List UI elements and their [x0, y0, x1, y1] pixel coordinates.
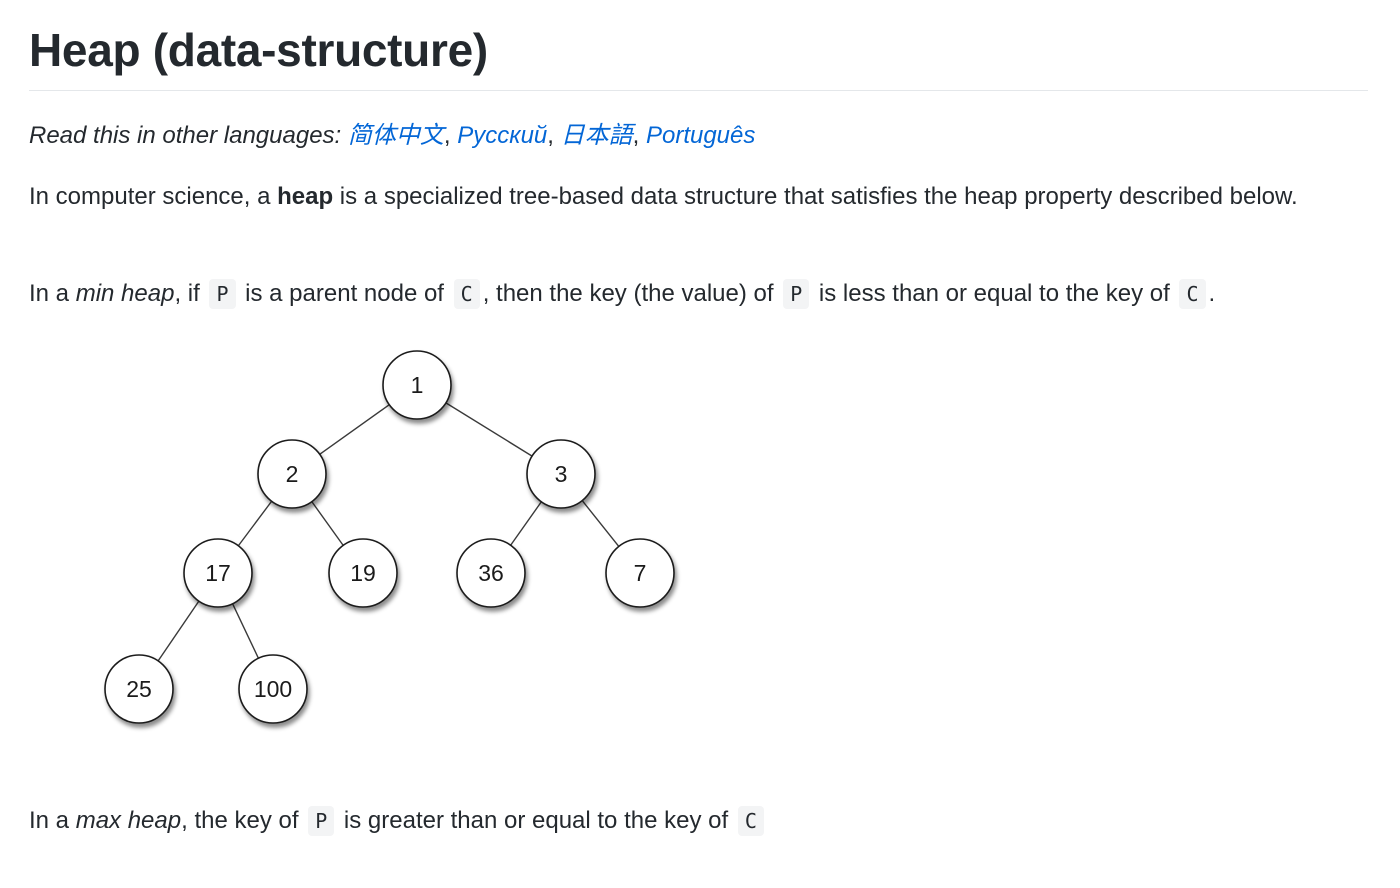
min-heap-text: is a parent node of — [238, 280, 451, 307]
tree-node-label: 36 — [478, 560, 504, 586]
tree-edge — [319, 404, 390, 455]
intro-text: is a specialized tree-based data structu… — [333, 183, 1298, 210]
tree-node-circle — [456, 538, 526, 608]
lang-link-japanese[interactable]: 日本語 — [560, 122, 633, 149]
page-title: Heap (data-structure) — [29, 24, 488, 76]
tree-node-label: 17 — [205, 560, 231, 586]
tree-node-label: 3 — [555, 461, 568, 487]
lang-separator: , — [632, 122, 646, 149]
tree-node: 17 — [183, 538, 253, 608]
tree-node-circle — [183, 538, 253, 608]
intro-text: In computer science, a — [29, 183, 278, 210]
tree-node: 3 — [526, 439, 596, 509]
languages-prefix: Read this in other languages: — [29, 122, 348, 149]
intro-paragraph: In computer science, a heap is a special… — [29, 179, 1329, 215]
tree-node: 7 — [605, 538, 675, 608]
min-heap-tree-diagram: 1 2 3 17 19 36 7 25 100 — [104, 350, 675, 724]
lang-separator: , — [547, 122, 561, 149]
tree-node-label: 1 — [411, 372, 424, 398]
tree-edge — [311, 501, 344, 546]
tree-node-label: 25 — [126, 676, 152, 702]
inline-code-c: C — [737, 806, 764, 836]
tree-node-circle — [257, 439, 327, 509]
max-heap-text: In a — [29, 807, 76, 834]
min-heap-text: is less than or equal to the key of — [812, 280, 1177, 307]
tree-node-circle — [526, 439, 596, 509]
lang-separator: , — [443, 122, 458, 149]
inline-code-p: P — [308, 806, 335, 836]
max-heap-paragraph: In a max heap, the key of P is greater t… — [29, 803, 767, 839]
lang-link-portuguese[interactable]: Português — [645, 122, 756, 149]
tree-edge — [510, 501, 542, 546]
intro-term-heap: heap — [277, 183, 334, 210]
tree-edge — [231, 603, 260, 659]
tree-nodes: 1 2 3 17 19 36 7 25 100 — [104, 350, 675, 724]
tree-node-label: 2 — [286, 461, 299, 487]
title-divider — [29, 90, 1368, 91]
lang-link-chinese[interactable]: 简体中文 — [347, 122, 444, 149]
max-heap-text: is greater than or equal to the key of — [337, 807, 735, 834]
min-heap-text: , then the key (the value) of — [482, 280, 781, 307]
max-heap-term: max heap — [75, 807, 182, 834]
tree-node-label: 7 — [634, 560, 647, 586]
languages-line: Read this in other languages: 简体中文, Русс… — [29, 118, 755, 154]
tree-edges — [157, 402, 620, 662]
inline-code-p: P — [783, 279, 810, 309]
inline-code-c: C — [1179, 279, 1206, 309]
document-page: Heap (data-structure) Read this in other… — [29, 0, 1369, 888]
tree-node: 2 — [257, 439, 327, 509]
tree-node: 1 — [382, 350, 452, 420]
tree-edge — [581, 500, 620, 547]
inline-code-c: C — [453, 279, 480, 309]
tree-node: 25 — [104, 654, 174, 724]
min-heap-paragraph: In a min heap, if P is a parent node of … — [29, 276, 1215, 312]
tree-node-circle — [104, 654, 174, 724]
tree-node-circle — [382, 350, 452, 420]
tree-node-circle — [328, 538, 398, 608]
tree-node-label: 100 — [254, 676, 292, 702]
tree-edge — [237, 500, 273, 547]
max-heap-text: , the key of — [181, 807, 306, 834]
min-heap-text: , if — [174, 280, 207, 307]
min-heap-term: min heap — [75, 280, 175, 307]
tree-node-circle — [605, 538, 675, 608]
tree-node-circle — [238, 654, 308, 724]
tree-node-label: 19 — [350, 560, 376, 586]
tree-edge — [445, 402, 533, 457]
tree-node: 100 — [238, 654, 308, 724]
inline-code-p: P — [209, 279, 236, 309]
min-heap-text: In a — [29, 280, 76, 307]
lang-link-russian[interactable]: Русский — [457, 122, 548, 149]
tree-node: 36 — [456, 538, 526, 608]
tree-edge — [157, 600, 200, 662]
tree-node: 19 — [328, 538, 398, 608]
min-heap-text: . — [1208, 280, 1216, 307]
